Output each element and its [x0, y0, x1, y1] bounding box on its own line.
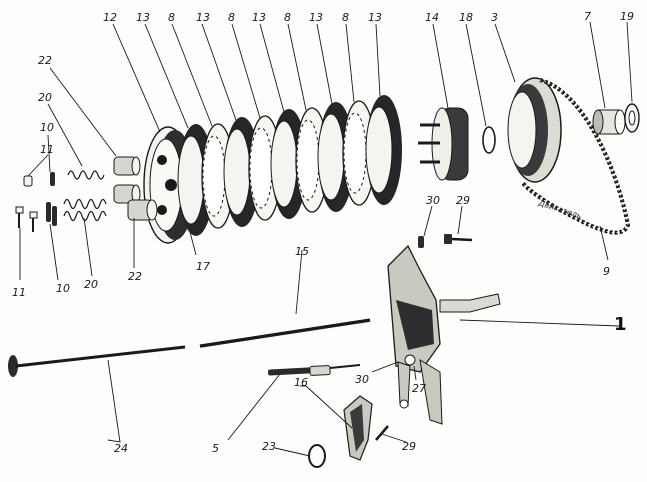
callout-label: 10: [56, 282, 70, 295]
pin-28: [375, 425, 389, 441]
callout-label: 8: [228, 11, 235, 24]
pins-10: [46, 172, 57, 226]
callout-label: 14: [425, 11, 439, 24]
callout-label: 8: [342, 11, 349, 24]
callout-label: 13: [252, 11, 266, 24]
callout-label: 11: [12, 286, 26, 299]
push-rod-24: [8, 345, 186, 377]
callout-label: 19: [620, 10, 634, 23]
chain-inscription: Двигатель: [536, 198, 582, 221]
callout-label: 17: [196, 260, 210, 273]
ring-23: [308, 444, 326, 468]
adjusting-screw-5: [267, 364, 361, 376]
release-lever-assembly-1: [387, 244, 501, 425]
callout-label: 22: [128, 270, 142, 283]
callout-label: 18: [459, 11, 473, 24]
callout-label: 11: [40, 143, 54, 156]
callout-label: 16: [294, 376, 308, 389]
friction-plate: [365, 95, 402, 205]
callout-label: 20: [38, 91, 52, 104]
friction-plate: [270, 109, 307, 219]
release-cam-16: [343, 395, 373, 461]
callout-label: 12: [103, 11, 117, 24]
clutch-plate-stack: [177, 95, 402, 236]
washer-18: [482, 126, 496, 154]
callout-labels: 1 3 5 7 8 8 8 8 9 10 10 11 11 12 13 13 1…: [12, 10, 634, 455]
spring-cups-22: [113, 156, 158, 221]
callout-label: 27: [412, 382, 426, 395]
washer-19: [624, 103, 640, 133]
callout-label: 29: [456, 194, 470, 207]
callout-label: 13: [136, 11, 150, 24]
callout-label: 8: [284, 11, 291, 24]
callout-label: 7: [584, 10, 591, 23]
callout-label: 5: [212, 442, 219, 455]
clutch-drum-3: [507, 77, 562, 183]
callout-label: 15: [295, 245, 309, 258]
callout-label: 20: [84, 278, 98, 291]
callout-label: 9: [603, 265, 610, 278]
push-rod-15: [199, 317, 371, 348]
callout-label: 30: [426, 194, 440, 207]
callout-label: 23: [262, 440, 276, 453]
leader-lines: [19, 21, 633, 457]
callout-label: 29: [402, 440, 416, 453]
bushing-7: [592, 109, 626, 135]
bolt-29: [444, 234, 473, 244]
callout-label: 30: [355, 373, 369, 386]
callout-label: 13: [309, 11, 323, 24]
callout-label: 1: [614, 314, 627, 335]
callout-label: 10: [40, 121, 54, 134]
nut-30: [418, 236, 424, 248]
callout-label: 22: [38, 54, 52, 67]
callout-label: 3: [491, 11, 498, 24]
callout-label: 13: [196, 11, 210, 24]
clutch-springs-20: [63, 170, 107, 222]
callout-label: 13: [368, 11, 382, 24]
studs-11: [15, 175, 38, 232]
callout-label: 24: [114, 442, 128, 455]
callout-label: 8: [168, 11, 175, 24]
clutch-hub-14: [418, 107, 469, 181]
